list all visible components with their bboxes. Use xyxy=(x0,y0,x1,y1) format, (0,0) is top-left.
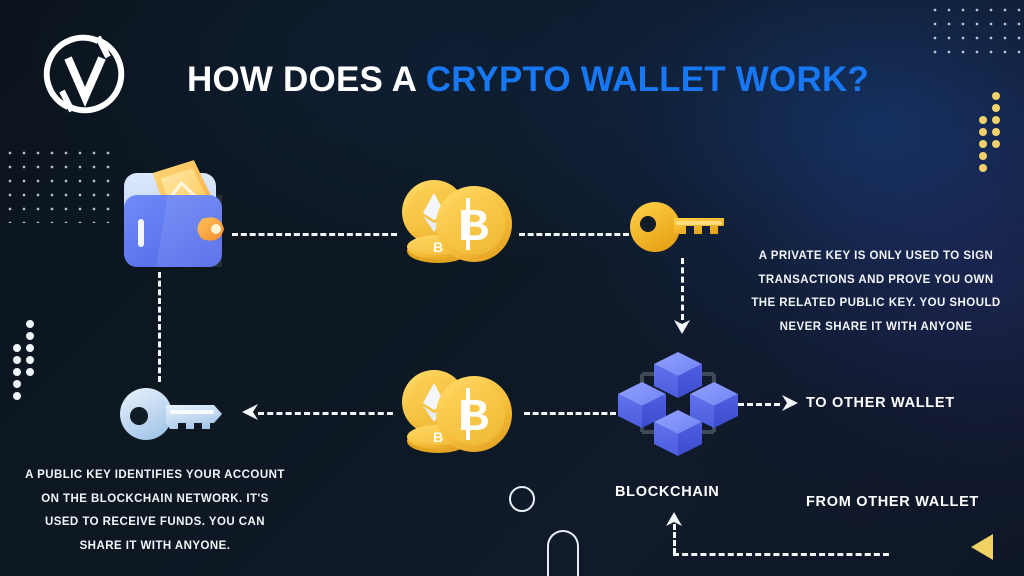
private-key-desc-line-4: NEVER SHARE IT WITH ANYONE xyxy=(779,320,973,333)
connector-wallet-to-coins xyxy=(232,233,397,236)
wallet-card-slot xyxy=(138,219,144,247)
svg-text:B: B xyxy=(458,201,490,250)
coin-bitcoin: B xyxy=(436,376,512,452)
decorative-circle-outline xyxy=(509,486,535,512)
public-key-desc-line-3: USED TO RECEIVE FUNDS. YOU CAN xyxy=(44,516,266,529)
private-key-desc-line-3: THE RELATED PUBLIC KEY. YOU SHOULD xyxy=(751,297,1001,310)
dot-grid-top-right xyxy=(925,0,1024,60)
title-white-part: HOW DOES A xyxy=(187,60,426,99)
blockchain-cubes-icon xyxy=(618,348,738,460)
public-key-description: A PUBLIC KEY IDENTIFIES YOUR ACCOUNT ON … xyxy=(16,464,294,558)
connector-coins-to-public-key xyxy=(258,412,393,415)
wallet-body-shade xyxy=(156,195,222,267)
decorative-arch-outline xyxy=(547,530,579,576)
svg-text:B: B xyxy=(433,429,443,445)
private-key-desc-line-1: A PRIVATE KEY IS ONLY USED TO SIGN xyxy=(758,250,994,262)
svg-text:B: B xyxy=(433,239,443,255)
cube-top xyxy=(654,352,702,398)
logo-letter-v xyxy=(64,56,106,108)
private-key-gold-icon xyxy=(628,198,730,256)
connector-from-other-wallet-vertical xyxy=(673,524,676,554)
public-key-desc-line-1: A PUBLIC KEY IDENTIFIES YOUR ACCOUNT xyxy=(25,469,285,481)
wallet-clasp-dot xyxy=(211,224,221,234)
vaultix-v-logo xyxy=(38,27,132,121)
label-from-other-wallet: FROM OTHER WALLET xyxy=(806,494,979,510)
cube-left xyxy=(618,382,666,428)
arrowhead-to-public-key xyxy=(242,404,262,420)
connector-coins-to-private-key xyxy=(519,233,629,236)
label-to-other-wallet: TO OTHER WALLET xyxy=(806,395,955,411)
public-key-blue-icon xyxy=(118,385,228,443)
public-key-desc-line-4: SHARE IT WITH ANYONE. xyxy=(79,539,231,552)
page-title: HOW DOES A CRYPTO WALLET WORK? xyxy=(187,60,869,100)
crypto-coins-bottom: B B xyxy=(396,366,521,466)
connector-from-other-wallet-horizontal xyxy=(673,553,889,556)
private-key-description: A PRIVATE KEY IS ONLY USED TO SIGN TRANS… xyxy=(744,245,1008,339)
logo-ring xyxy=(43,34,125,114)
decorative-triangle-left xyxy=(971,534,993,560)
private-key-desc-line-2: TRANSACTIONS AND PROVE YOU OWN xyxy=(758,273,994,286)
wallet-body xyxy=(124,195,222,267)
crypto-coins-top: B B xyxy=(396,176,521,276)
logo-slash-top xyxy=(95,35,111,59)
dot-grid-top-left xyxy=(0,143,112,223)
title-blue-part: CRYPTO WALLET WORK? xyxy=(425,60,869,99)
arrowhead-to-other-wallet xyxy=(778,395,798,411)
wallet-clasp xyxy=(197,217,224,241)
coin-bitcoin: B xyxy=(436,186,512,262)
connector-blockchain-to-coins xyxy=(524,412,616,415)
cube-bottom xyxy=(654,410,702,456)
connector-private-key-down xyxy=(681,258,684,320)
logo-slash-bottom xyxy=(59,89,75,113)
public-key-desc-line-2: ON THE BLOCKCHAIN NETWORK. IT'S xyxy=(41,492,269,505)
crypto-wallet-icon xyxy=(112,155,242,275)
connector-blockchain-to-other-wallet xyxy=(738,403,780,406)
label-blockchain: BLOCKCHAIN xyxy=(615,484,720,500)
dot-cluster-left-white xyxy=(12,320,42,400)
arrowhead-private-key-down xyxy=(672,318,692,334)
svg-text:B: B xyxy=(458,391,490,440)
dot-cluster-top-right-gold xyxy=(978,92,1008,172)
cube-right xyxy=(690,382,738,428)
connector-wallet-down-to-public-key xyxy=(158,272,161,382)
arrowhead-from-other-wallet xyxy=(665,512,683,528)
